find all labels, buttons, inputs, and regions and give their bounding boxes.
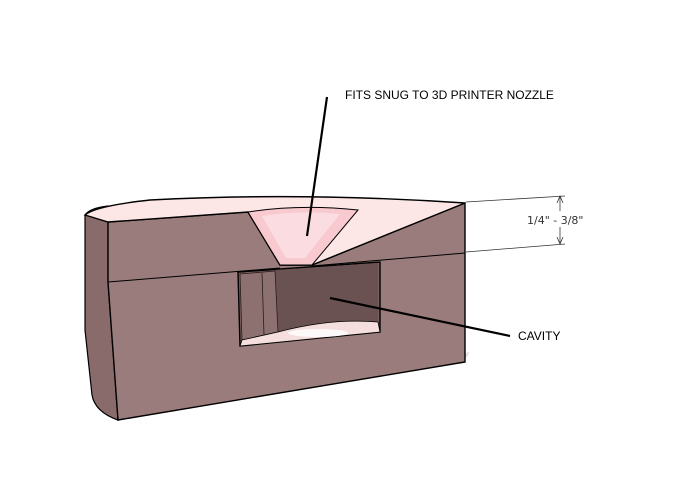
cavity-label: CAVITY — [518, 329, 560, 343]
nozzle-leader-line — [305, 96, 329, 237]
dimension-label: 1/4" - 3/8" — [527, 214, 584, 227]
dimension-label-bg — [523, 211, 595, 227]
dimension-extension-bottom — [465, 243, 566, 253]
cavity-back-wall — [275, 263, 378, 332]
nozzle-label: FITS SNUG TO 3D PRINTER NOZZLE — [345, 88, 554, 102]
seam-line — [107, 252, 466, 283]
nozzle-cone-inner — [262, 212, 340, 258]
dimension-arrow-top — [556, 194, 564, 204]
cavity-floor-highlight — [288, 329, 348, 337]
cavity-left-wall — [239, 270, 279, 341]
cavity-leader-line — [329, 296, 511, 338]
dimension-arrow-bottom — [556, 236, 564, 246]
cavity-edge-1 — [261, 272, 265, 336]
dimension-extension-top — [465, 195, 566, 203]
